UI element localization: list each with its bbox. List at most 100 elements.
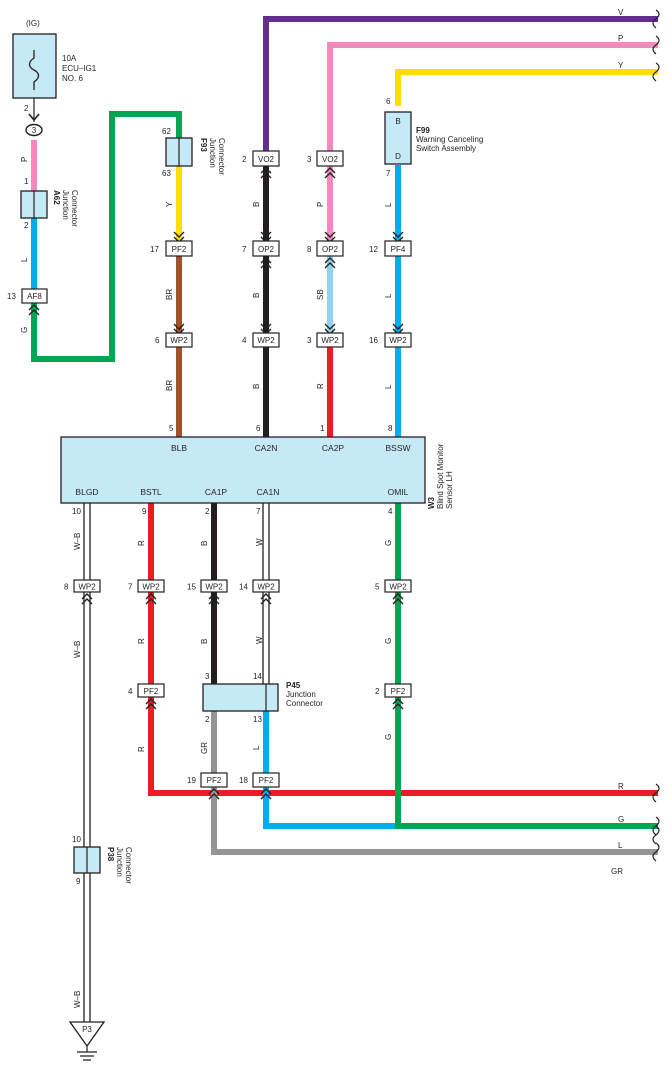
svg-text:WP2: WP2 — [389, 583, 407, 592]
f99-terminal-b: B — [395, 117, 400, 126]
svg-text:18: 18 — [239, 776, 248, 785]
ground-icon — [77, 1051, 97, 1061]
wl-g-omil-2: G — [384, 638, 393, 644]
svg-text:15: 15 — [187, 583, 196, 592]
f99-name2: Switch Assembly — [416, 144, 476, 153]
wl-r-bstl-2: R — [137, 638, 146, 644]
svg-text:PF2: PF2 — [391, 687, 406, 696]
wire-r-bstl — [148, 503, 658, 796]
w3-terminal-ca2n: CA2N — [255, 443, 278, 453]
svg-text:12: 12 — [369, 245, 378, 254]
wl-br-2: BR — [165, 380, 174, 391]
svg-text:WP2: WP2 — [257, 336, 275, 345]
wire-y — [395, 69, 658, 106]
f99-pin-bottom: 7 — [386, 169, 391, 178]
svg-text:13: 13 — [7, 292, 16, 301]
svg-text:14: 14 — [239, 583, 248, 592]
w3-terminal-ca1n: CA1N — [257, 487, 280, 497]
wl-gr-p45: GR — [200, 742, 209, 754]
w3-name2: Sensor LH — [445, 471, 454, 509]
svg-text:WP2: WP2 — [257, 583, 275, 592]
wire-color-labels: P L G Y BR BR B B B P SB R L L L W–B W–B… — [20, 157, 393, 1008]
w3-top-pin-bssw: 8 — [388, 424, 393, 433]
p38-pin-top: 10 — [72, 835, 81, 844]
wl-g-omil-1: G — [384, 540, 393, 546]
f99-terminal-d: D — [395, 152, 401, 161]
w3-top-pin-ca2p: 1 — [320, 424, 325, 433]
connector-wp2-a: WP2 4 — [242, 323, 280, 348]
svg-text:OP2: OP2 — [258, 245, 275, 254]
connector-wp2-f: WP2 15 — [187, 579, 228, 605]
connector-pf2-d: PF2 18 — [239, 772, 280, 800]
w3-id: W3 — [427, 496, 436, 509]
junction-a62: 1 2 A62 Junction Connector — [20, 177, 79, 230]
svg-text:6: 6 — [155, 336, 160, 345]
w3-box — [60, 436, 426, 504]
break-gr — [652, 842, 660, 862]
svg-text:WP2: WP2 — [170, 336, 188, 345]
svg-text:WP2: WP2 — [78, 583, 96, 592]
wire-p — [327, 42, 658, 157]
svg-text:3: 3 — [307, 155, 312, 164]
svg-text:WP2: WP2 — [389, 336, 407, 345]
break-v — [652, 9, 660, 29]
ground-triangle — [68, 1021, 106, 1048]
wl-b-ca2n-3: B — [252, 384, 261, 389]
svg-text:PF2: PF2 — [172, 245, 187, 254]
svg-text:PF2: PF2 — [144, 687, 159, 696]
wl-b-ca2n-2: B — [252, 293, 261, 298]
w3-bottom-pin-bstl: 9 — [142, 507, 147, 516]
a62-name1: Junction — [61, 190, 70, 220]
break-p — [652, 35, 660, 55]
svg-text:PF2: PF2 — [259, 776, 274, 785]
junction-p38: 10 9 P38 Junction Connector — [72, 835, 133, 886]
wl-w-ca1n-1: W — [255, 538, 264, 546]
svg-text:VO2: VO2 — [258, 155, 275, 164]
ecu-w3: 5 6 1 8 BLB CA2N CA2P BSSW BLGD BSTL CA1… — [60, 424, 454, 516]
edge-label-v: V — [618, 8, 624, 17]
p45-id: P45 — [286, 681, 301, 690]
power-source: (IG) 10A ECU–IG1 NO. 6 2 3 — [12, 19, 97, 137]
svg-text:17: 17 — [150, 245, 159, 254]
w3-terminal-ca2p: CA2P — [322, 443, 345, 453]
f99-pin-top: 6 — [386, 97, 391, 106]
wl-b-ca2n-1: B — [252, 202, 261, 207]
svg-text:2: 2 — [375, 687, 380, 696]
svg-text:VO2: VO2 — [322, 155, 339, 164]
p45-name2: Connector — [286, 699, 323, 708]
fuse-arrow-icon — [28, 113, 40, 122]
wl-l-p45: L — [252, 745, 261, 750]
connector-pf2-a: PF2 4 — [128, 683, 165, 710]
wire-w-ca1n — [262, 503, 270, 684]
svg-text:PF4: PF4 — [391, 245, 406, 254]
svg-text:WP2: WP2 — [205, 583, 223, 592]
p38-pin-bottom: 9 — [76, 877, 81, 886]
edge-labels: V P Y G L GR R — [611, 8, 624, 876]
wl-p-a62: P — [20, 157, 29, 162]
wl-l-a62: L — [20, 257, 29, 262]
f93-pin-bottom: 63 — [162, 169, 171, 178]
edge-label-g: G — [618, 815, 624, 824]
w3-bottom-pin-ca1n: 7 — [256, 507, 261, 516]
edge-label-gr: GR — [611, 867, 623, 876]
connector-pf2-c: PF2 19 — [187, 772, 228, 800]
svg-text:WP2: WP2 — [321, 336, 339, 345]
connector-wp2-h: WP2 5 — [375, 579, 412, 605]
wl-g-af8: G — [20, 327, 29, 333]
a62-pin-top: 1 — [24, 177, 29, 186]
w3-top-pin-ca2n: 6 — [256, 424, 261, 433]
w3-bottom-pin-blgd: 10 — [72, 507, 81, 516]
svg-text:WP2: WP2 — [142, 583, 160, 592]
svg-text:16: 16 — [369, 336, 378, 345]
w3-terminal-omil: OMIL — [388, 487, 409, 497]
w3-top-pin-blb: 5 — [169, 424, 174, 433]
wl-b-ca1p-1: B — [200, 541, 209, 546]
wl-br-1: BR — [165, 289, 174, 300]
break-symbols — [652, 9, 660, 862]
connector-pf4: PF4 12 — [369, 231, 412, 257]
connector-wp2-d: WP2 8 — [64, 579, 101, 605]
w3-terminal-bssw: BSSW — [385, 443, 410, 453]
p45-pin-tr: 14 — [253, 672, 262, 681]
w3-terminal-bstl: BSTL — [140, 487, 162, 497]
